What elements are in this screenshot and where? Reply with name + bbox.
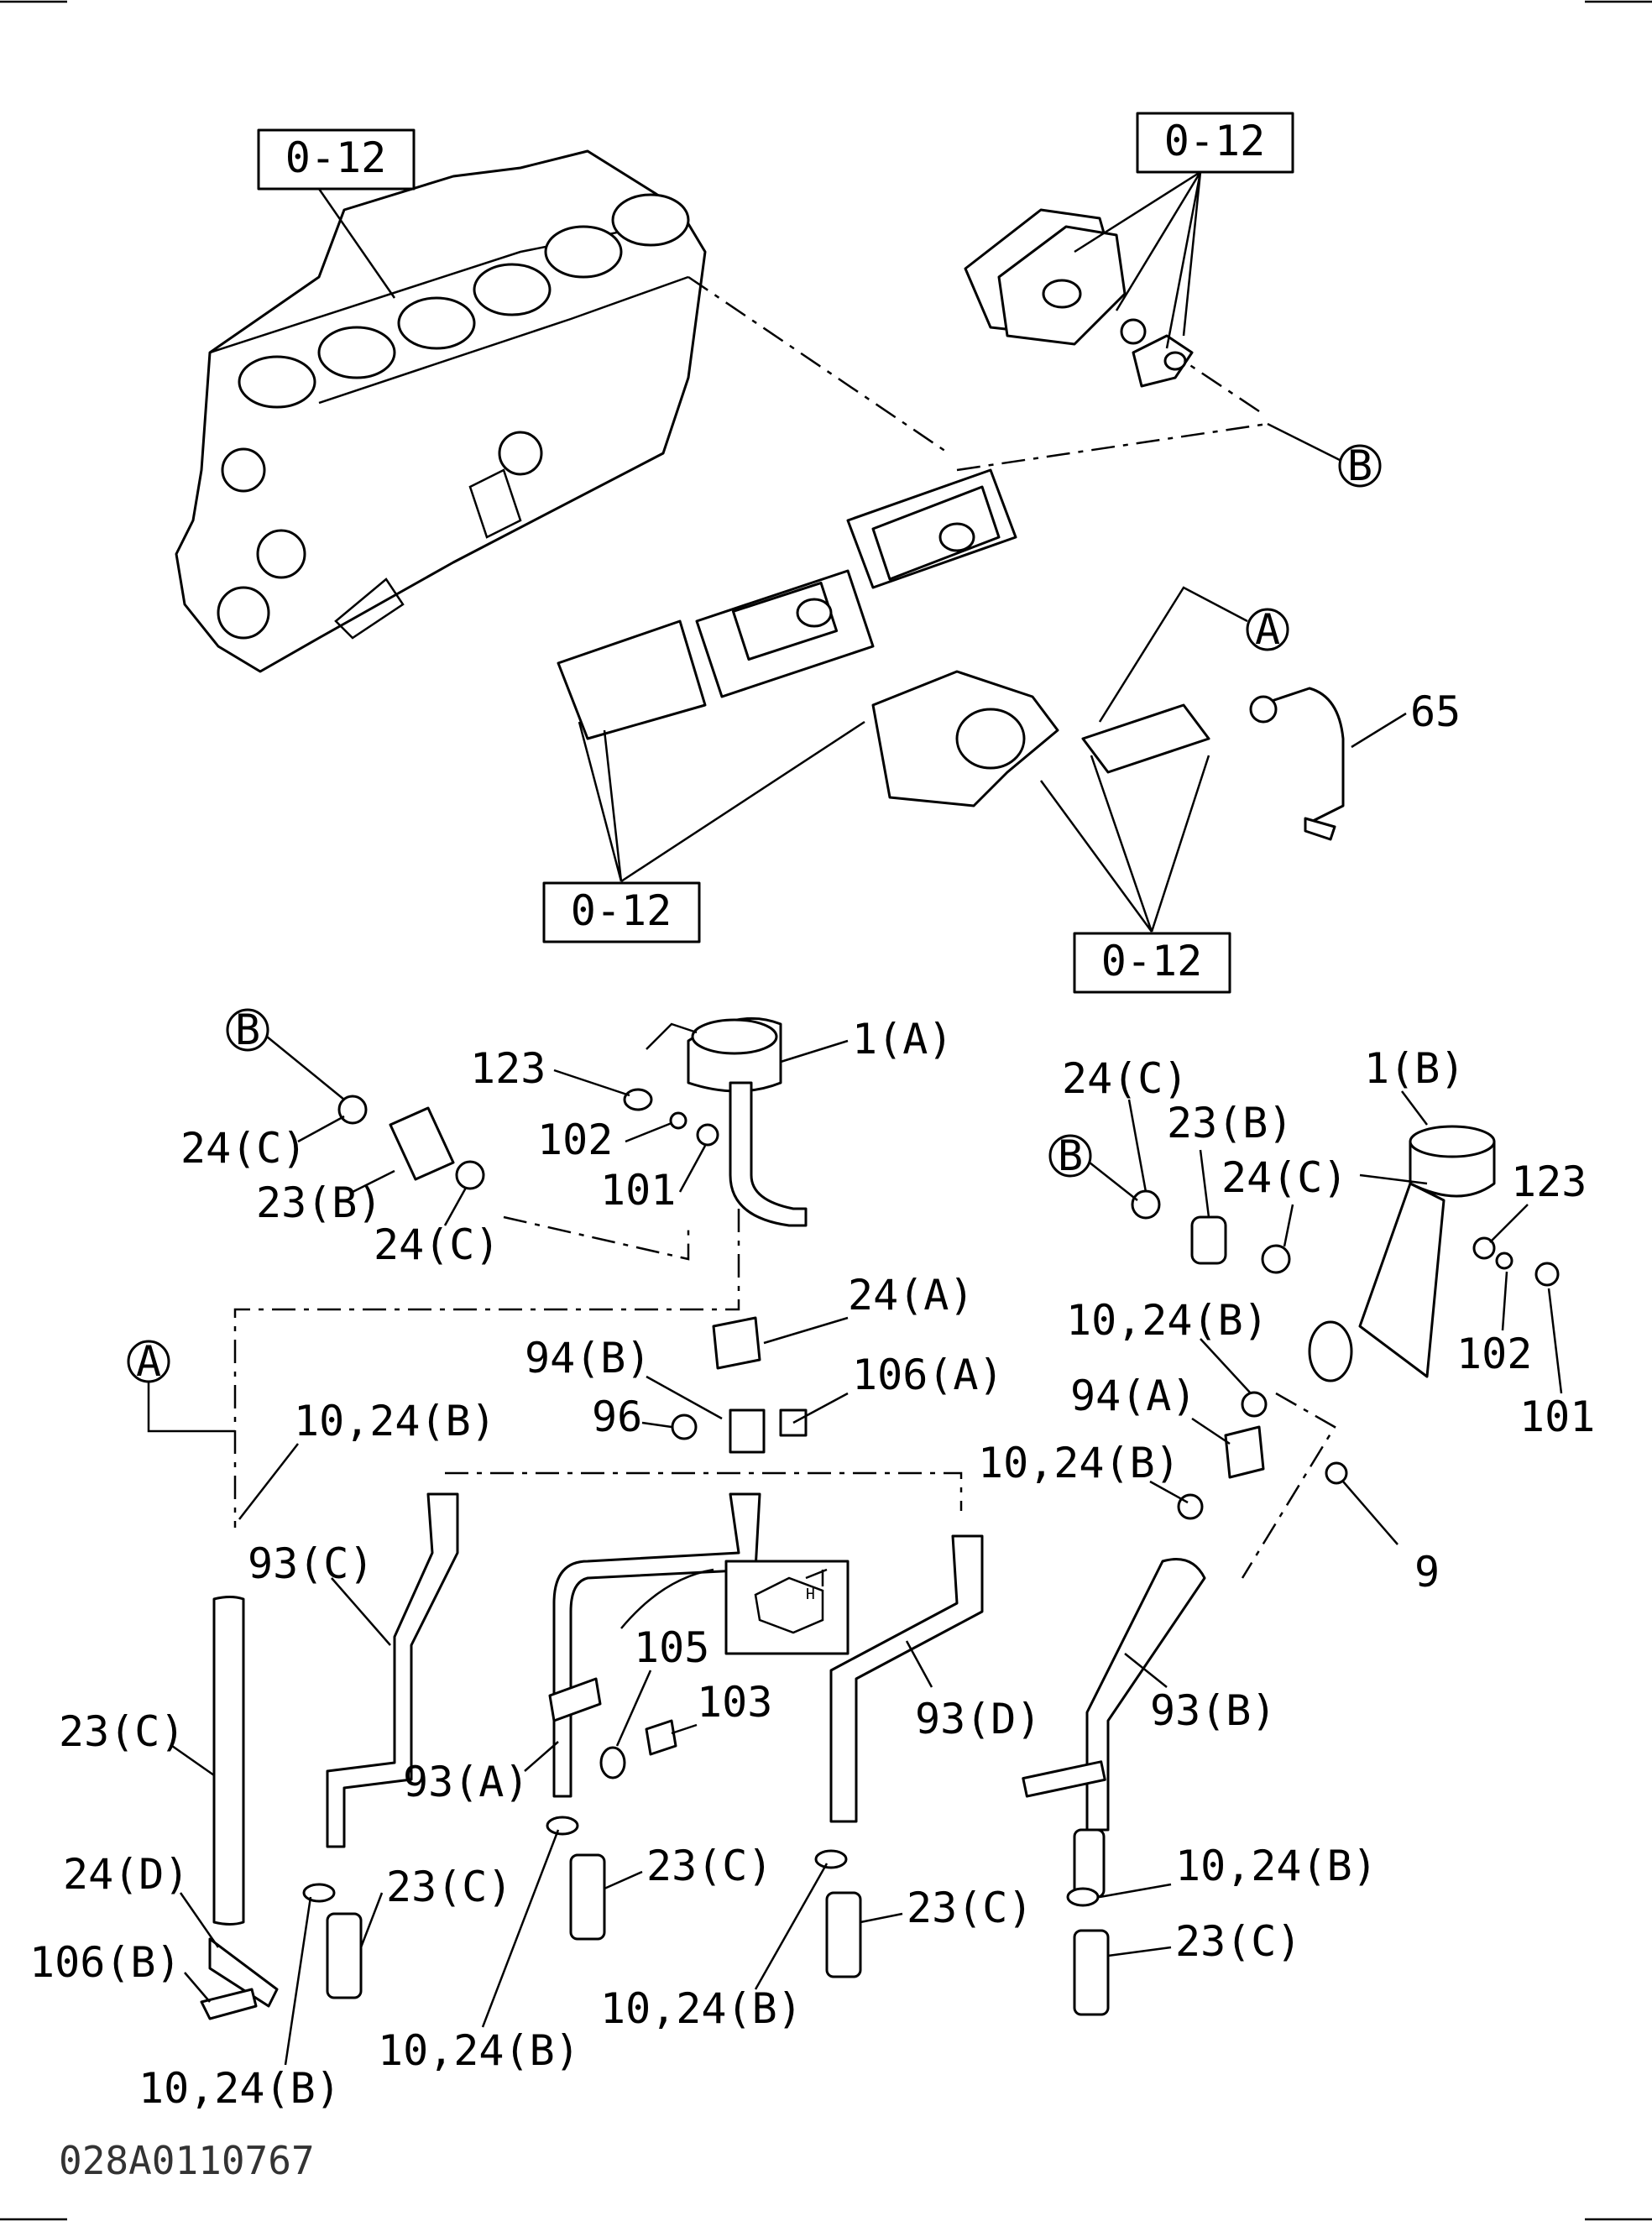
label-24c-2: 24(C): [374, 1220, 500, 1269]
label-23c-3: 23(C): [646, 1842, 773, 1890]
breather-1a-group: [337, 1016, 808, 1454]
ref-box-mid-right[interactable]: 0-12: [1073, 932, 1231, 994]
svg-text:B: B: [235, 1006, 260, 1054]
oil-cooler-cover: [964, 208, 1194, 388]
label-24c-1: 24(C): [180, 1124, 307, 1173]
connector-a-top[interactable]: A: [1246, 605, 1289, 654]
connector-b-right[interactable]: B: [1048, 1131, 1092, 1180]
svg-text:A: A: [1255, 605, 1280, 654]
clip-detail-inset: [620, 1560, 850, 1655]
label-1024b-4: 10,24(B): [139, 2064, 341, 2113]
label-101-right: 101: [1519, 1393, 1595, 1441]
label-93b: 93(B): [1150, 1686, 1277, 1735]
label-105: 105: [634, 1623, 709, 1672]
ref-label: 0-12: [1164, 117, 1265, 165]
oil-cooler-assembly: [557, 468, 1345, 841]
svg-text:B: B: [1347, 442, 1372, 490]
dashed-connections: [233, 275, 1336, 1579]
ref-label: 0-12: [285, 133, 386, 182]
ref-label: 0-12: [571, 886, 672, 935]
label-1024b-5: 10,24(B): [378, 2026, 580, 2075]
label-24a: 24(A): [848, 1271, 975, 1320]
label-106b: 106(B): [29, 1938, 181, 1987]
label-23c-2: 23(C): [386, 1863, 513, 1911]
label-24c-3: 24(C): [1062, 1054, 1189, 1103]
label-1a: 1(A): [852, 1015, 953, 1063]
label-93a: 93(A): [403, 1758, 530, 1806]
label-h: H: [806, 1586, 815, 1603]
label-102-left: 102: [537, 1116, 613, 1164]
label-106a: 106(A): [852, 1351, 1004, 1399]
label-23b-2: 23(B): [1167, 1099, 1294, 1147]
label-123-right: 123: [1511, 1158, 1587, 1206]
label-93c: 93(C): [248, 1539, 374, 1588]
label-103: 103: [697, 1678, 772, 1727]
label-23c-1: 23(C): [59, 1707, 186, 1756]
hose-segments-bottom: [302, 1816, 1110, 2016]
label-23c-5: 23(C): [1175, 1917, 1302, 1966]
label-94b: 94(B): [525, 1334, 651, 1382]
connector-b-top[interactable]: B: [1338, 442, 1382, 490]
svg-text:B: B: [1058, 1131, 1083, 1180]
label-94a: 94(A): [1070, 1372, 1197, 1420]
ref-box-top-right[interactable]: 0-12: [1136, 112, 1294, 174]
engine-block: [175, 149, 707, 673]
label-1024b-2: 10,24(B): [1066, 1296, 1268, 1345]
label-1024b-7: 10,24(B): [1175, 1842, 1378, 1890]
label-93d: 93(D): [915, 1695, 1042, 1743]
ref-box-mid-left[interactable]: 0-12: [542, 881, 701, 943]
breather-1b-group: [1131, 1125, 1560, 1520]
label-101-left: 101: [600, 1166, 676, 1215]
label-123-left: 123: [470, 1044, 546, 1093]
ref-label: 0-12: [1101, 937, 1202, 985]
connector-b-left[interactable]: B: [226, 1006, 269, 1054]
label-1024b-3: 10,24(B): [978, 1439, 1180, 1487]
connector-a-left[interactable]: A: [127, 1337, 170, 1386]
label-24c-4: 24(C): [1221, 1153, 1348, 1202]
drawing-code: 028A0110767: [59, 2138, 315, 2183]
label-1024b-6: 10,24(B): [600, 1984, 802, 2033]
label-23c-4: 23(C): [907, 1884, 1033, 1932]
svg-text:A: A: [136, 1337, 161, 1386]
label-1b: 1(B): [1364, 1044, 1465, 1093]
label-65: 65: [1410, 687, 1461, 736]
label-96: 96: [592, 1393, 642, 1441]
ref-box-top-left[interactable]: 0-12: [257, 128, 416, 191]
label-9: 9: [1414, 1548, 1440, 1597]
label-24d: 24(D): [63, 1850, 190, 1899]
label-1024b-1: 10,24(B): [294, 1397, 496, 1445]
part-labels: 65 1(A) 123 102 101 24(C) 23(B) 24(C) 24…: [29, 687, 1595, 2113]
label-102-right: 102: [1456, 1330, 1532, 1378]
